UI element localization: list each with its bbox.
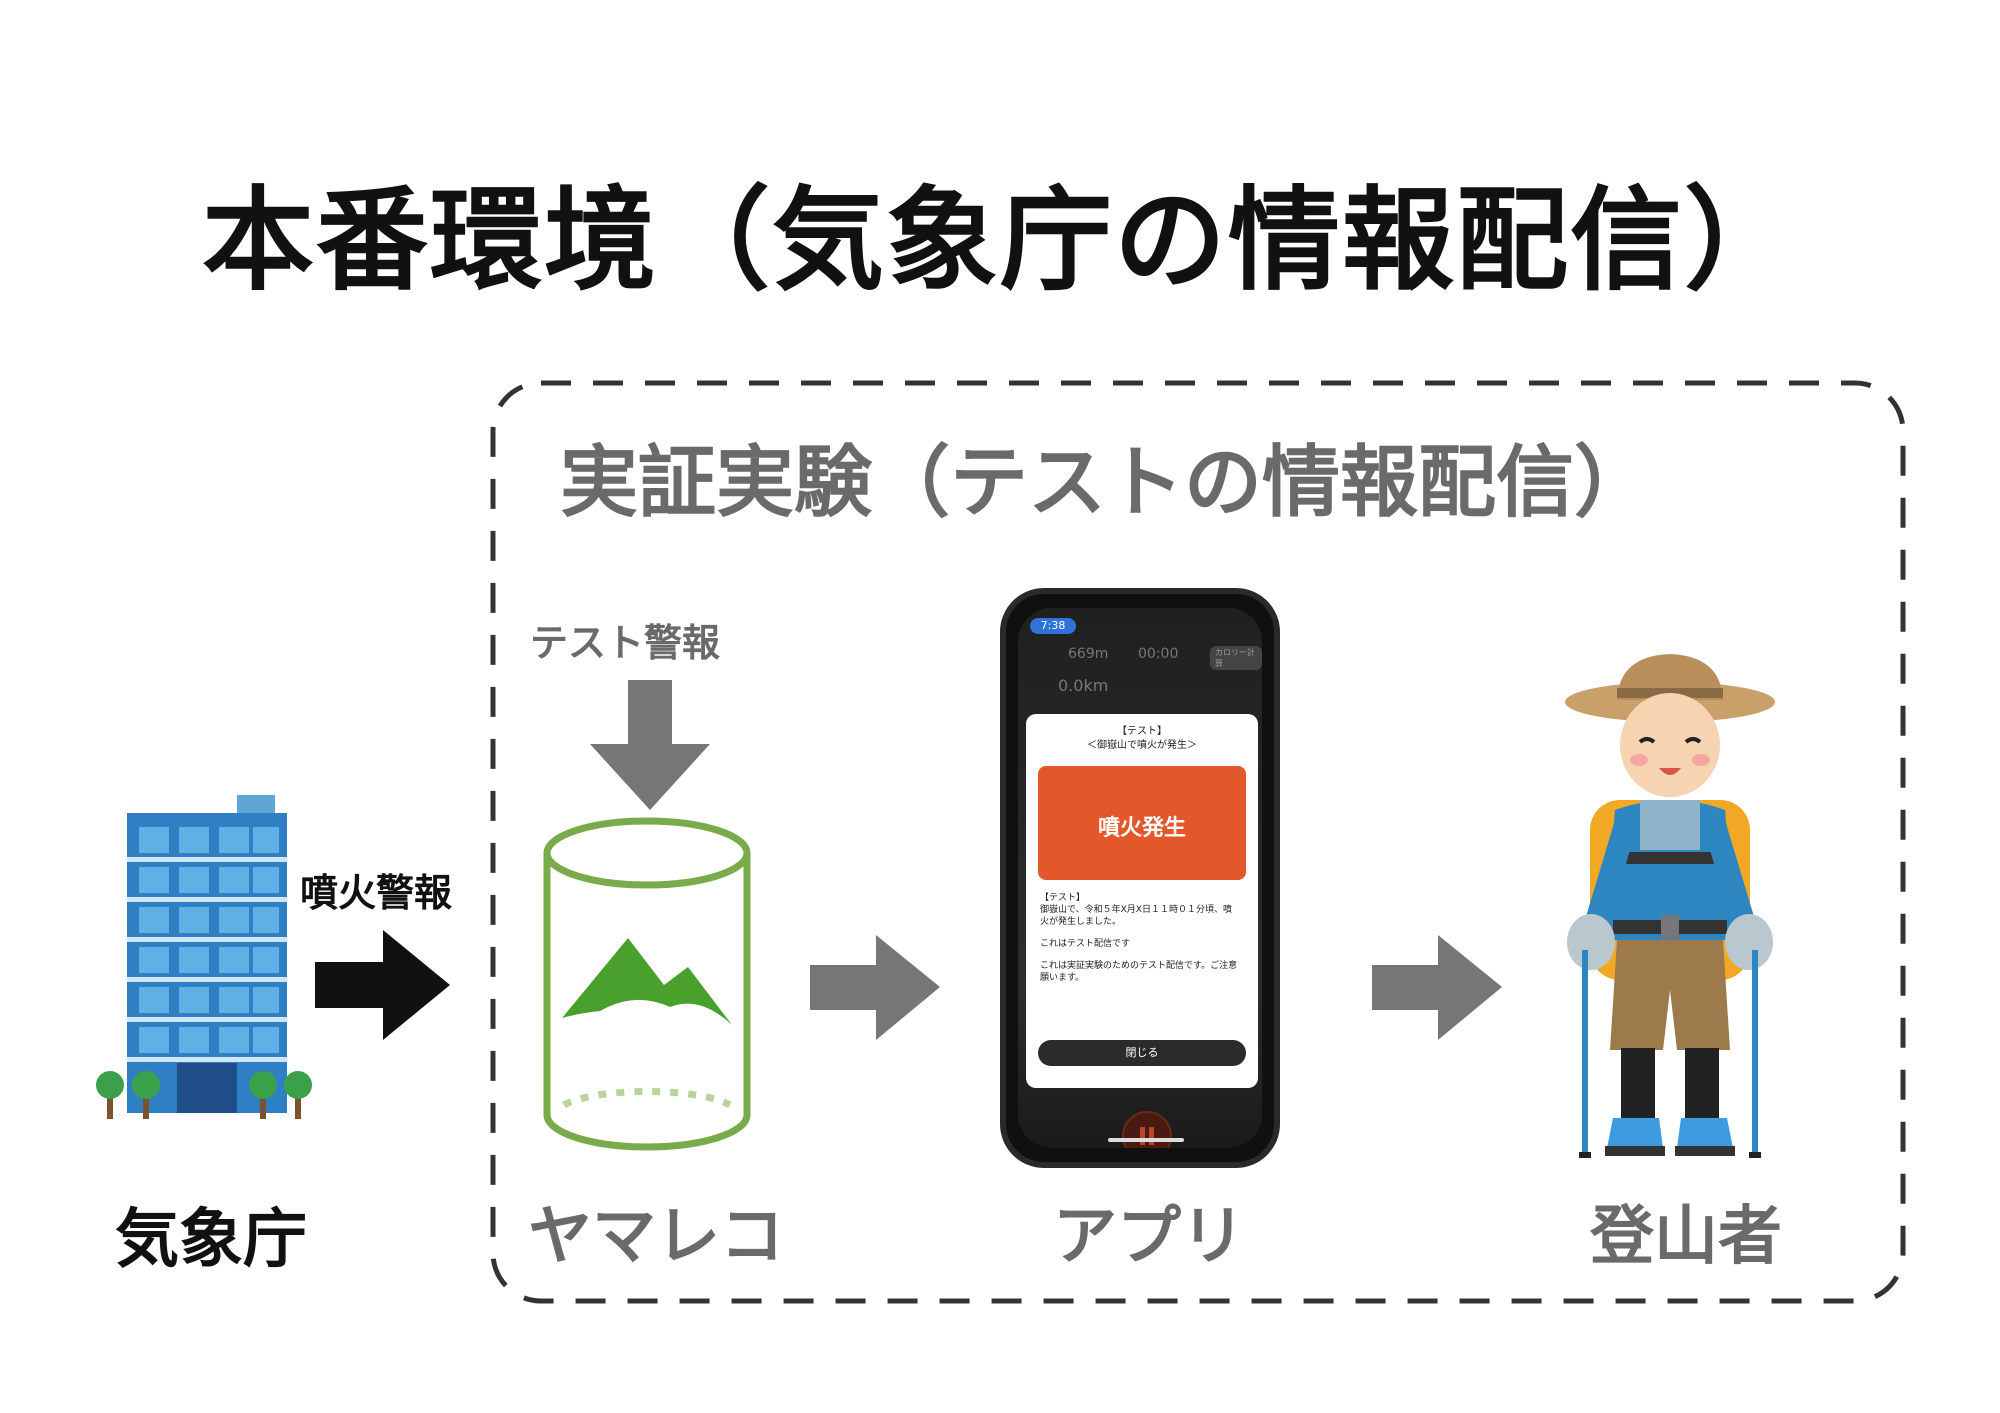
- experiment-title: 実証実験（テストの情報配信）: [560, 438, 1653, 528]
- arrow-right-gray-icon-2: [1372, 935, 1502, 1040]
- pause-button[interactable]: [1122, 1111, 1172, 1148]
- calorie-button[interactable]: カロリー計算: [1210, 646, 1262, 670]
- dialog-body-line4: これは実証実験のためのテスト配信です。ご注意: [1040, 961, 1238, 971]
- dialog-body-line1: 御嶽山で、令和５年X月X日１１時０１分頃、噴: [1040, 905, 1232, 915]
- jma-building-icon: [96, 795, 312, 1119]
- dialog-body-line3: これはテスト配信です: [1040, 939, 1131, 949]
- stat-altitude: 669m: [1068, 646, 1109, 662]
- main-title: 本番環境（気象庁の情報配信）: [202, 176, 1798, 306]
- dialog-tag: 【テスト】: [1117, 726, 1167, 737]
- test-alert-label: テスト警報: [530, 621, 721, 665]
- jma-label: 気象庁: [115, 1203, 307, 1277]
- arrow-right-gray-icon: [810, 935, 940, 1040]
- arrow-down-gray-icon: [590, 680, 710, 810]
- stat-time: 00:00: [1138, 646, 1179, 662]
- yamareco-label: ヤマレコ: [528, 1200, 784, 1274]
- climber-label: 登山者: [1590, 1200, 1782, 1274]
- dialog-headline: ＜御嶽山で噴火が発生＞: [1087, 740, 1197, 751]
- eruption-banner-text: 噴火発生: [1097, 816, 1186, 841]
- phone-screen: 7:38 669m 00:00 カロリー計算 0.0km 【テスト】 ＜御嶽山で…: [1018, 608, 1262, 1148]
- home-indicator: [1108, 1138, 1184, 1142]
- dialog-body-tag: 【テスト】: [1040, 893, 1086, 903]
- arrow-right-black-icon: [315, 930, 450, 1040]
- eruption-banner: 噴火発生: [1038, 766, 1246, 880]
- alert-dialog: 【テスト】 ＜御嶽山で噴火が発生＞ 噴火発生 【テスト】 御嶽山で、令和５年X月…: [1026, 714, 1258, 1088]
- status-time: 7:38: [1030, 618, 1076, 634]
- app-label: アプリ: [1053, 1200, 1245, 1274]
- close-button[interactable]: 閉じる: [1038, 1040, 1246, 1066]
- dialog-body-line2: 火が発生しました。: [1040, 917, 1122, 927]
- eruption-alert-label: 噴火警報: [300, 871, 453, 915]
- smartphone: 7:38 669m 00:00 カロリー計算 0.0km 【テスト】 ＜御嶽山で…: [1000, 588, 1280, 1168]
- stat-distance: 0.0km: [1058, 676, 1109, 695]
- climber-icon: [1565, 654, 1775, 1158]
- dialog-body-line5: 願います。: [1040, 973, 1085, 983]
- dialog-body: 【テスト】 御嶽山で、令和５年X月X日１１時０１分頃、噴 火が発生しました。 こ…: [1040, 892, 1237, 984]
- yamareco-server-icon: [543, 817, 751, 1151]
- pause-icon: [1140, 1127, 1154, 1145]
